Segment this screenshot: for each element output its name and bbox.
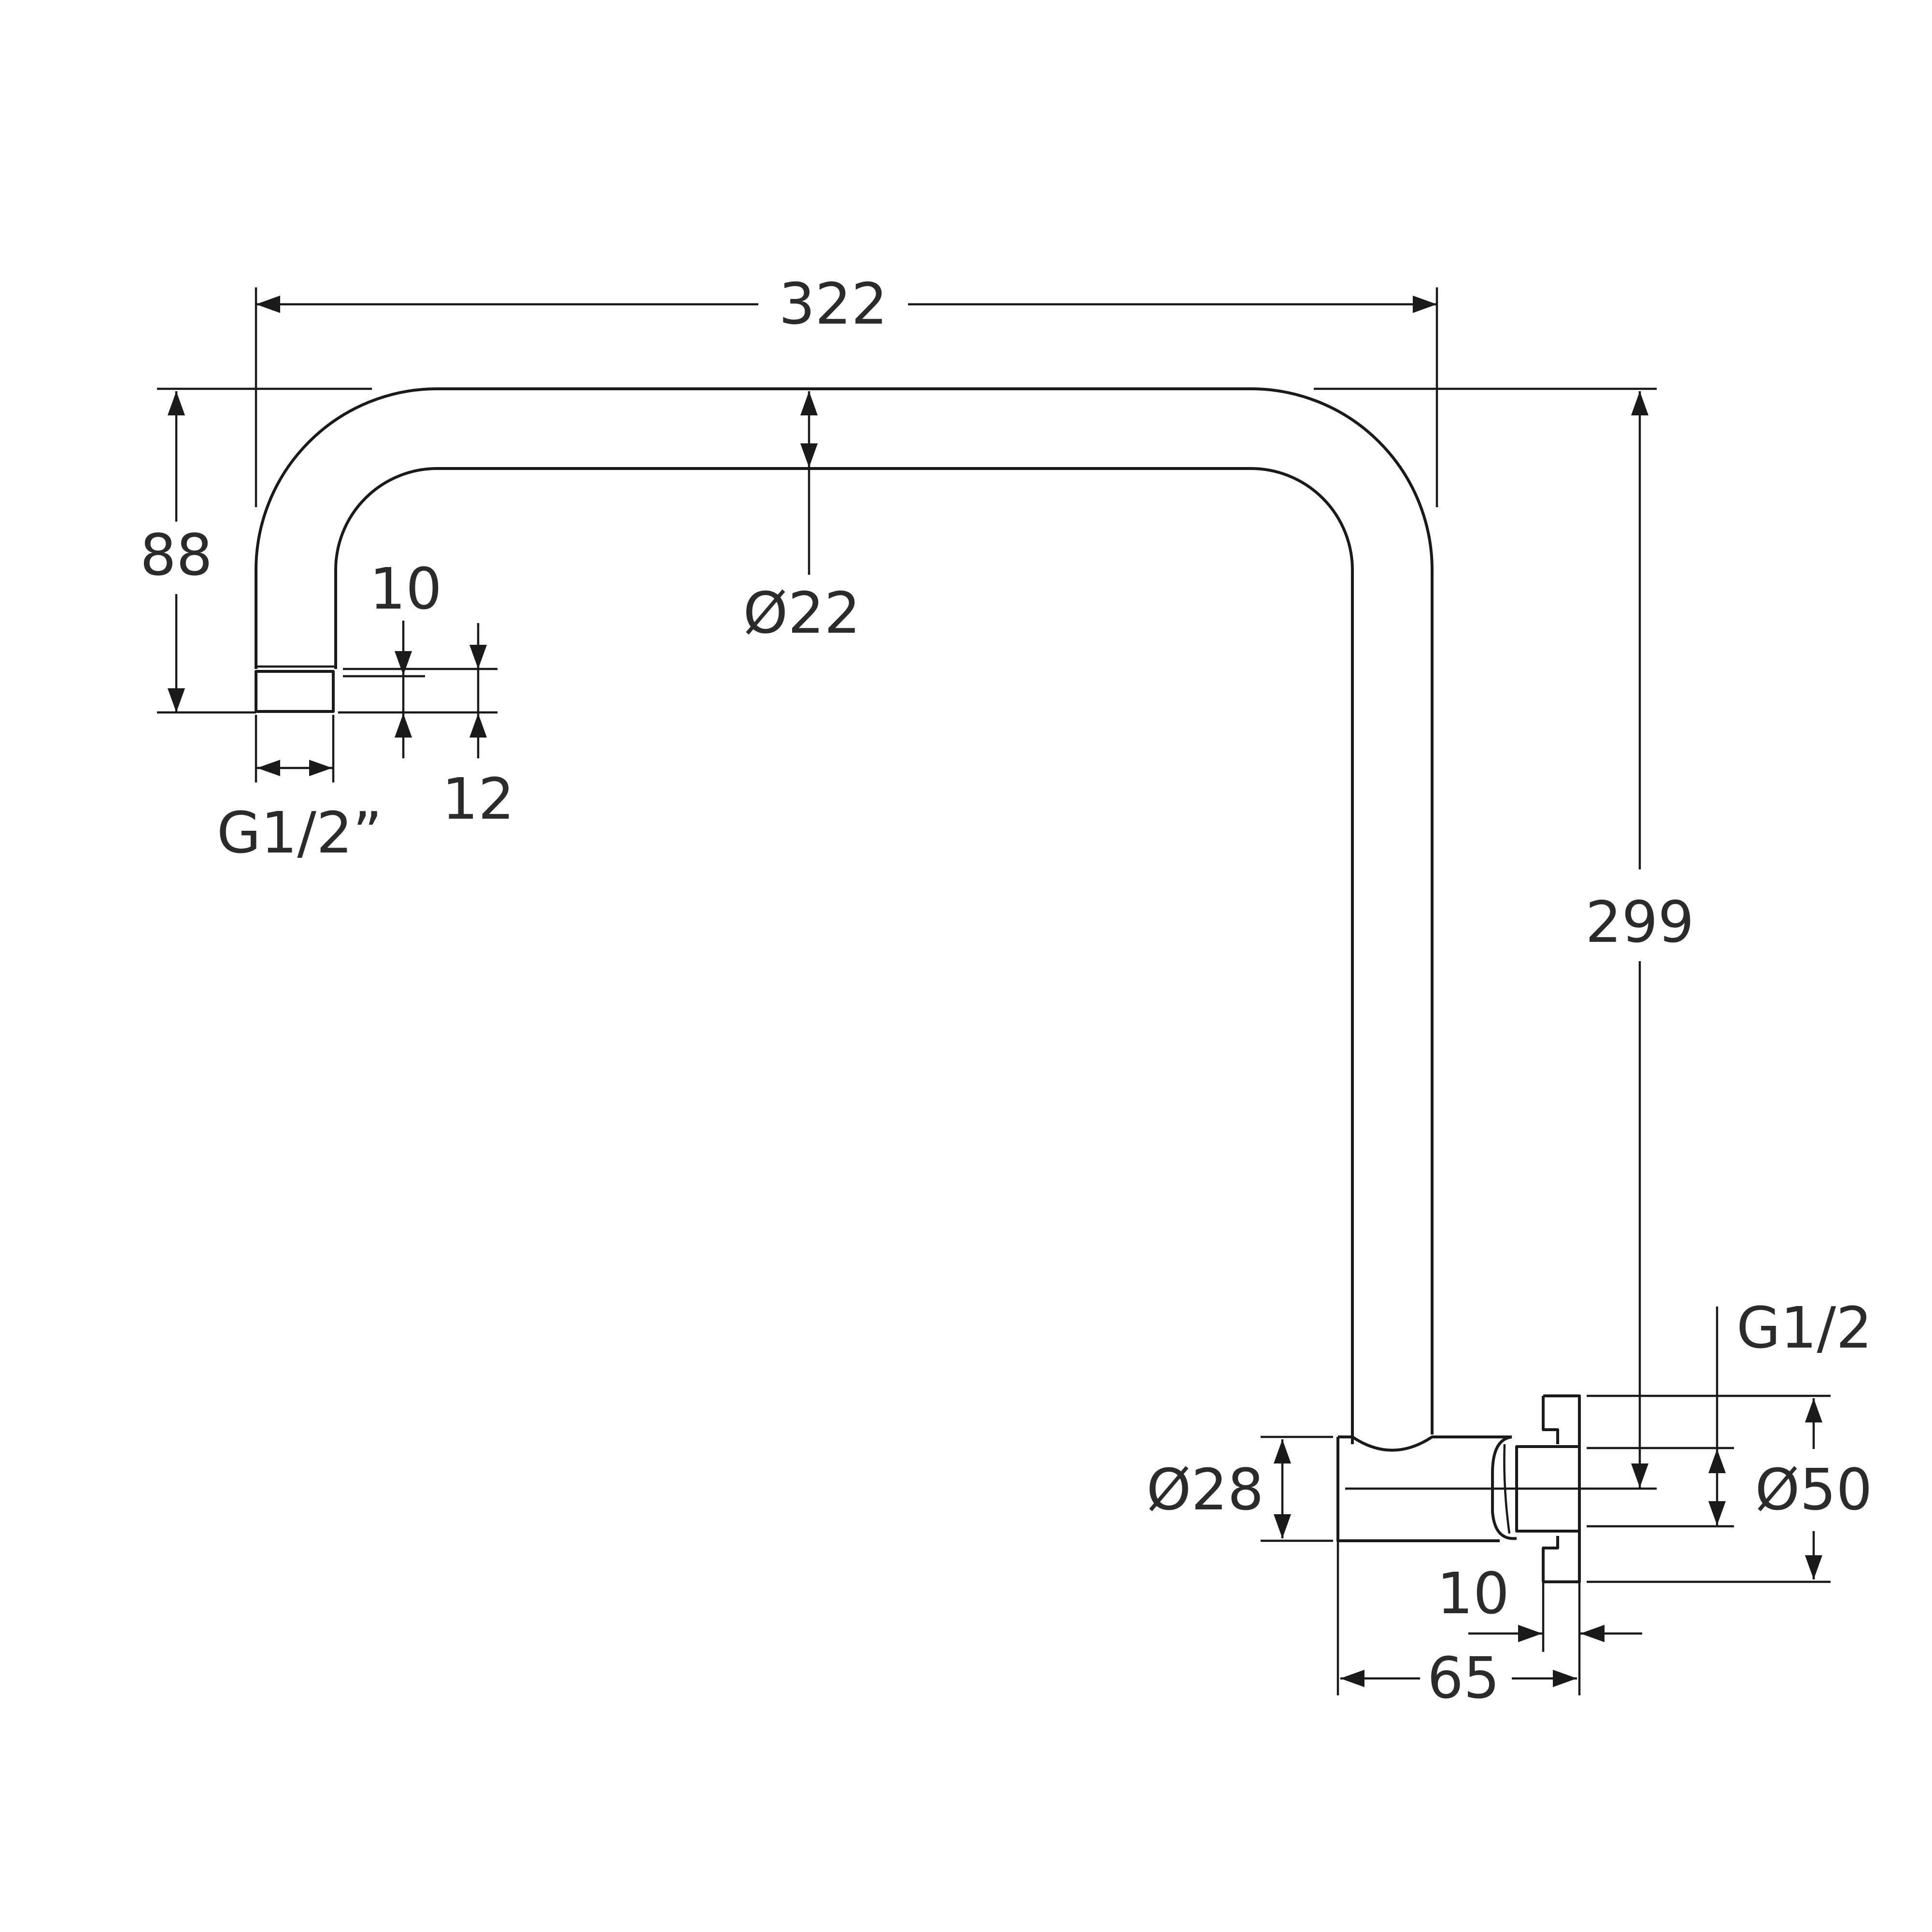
- dim-overall-height: 299: [1314, 387, 1694, 1490]
- dim-outlet-thread: G1/2”: [217, 715, 382, 866]
- outlet-thread-nut: [255, 670, 335, 713]
- dim-drop-height: 88: [140, 387, 372, 714]
- dim-inlet-thread-label: G1/2: [1736, 1294, 1872, 1361]
- flange-bottom: [1542, 1531, 1581, 1583]
- dim-flange-diameter: Ø50: [1587, 1394, 1873, 1583]
- dim-projection: 65: [1340, 1645, 1577, 1711]
- dim-base-diameter: Ø28: [1146, 1435, 1333, 1542]
- dim-tube-diameter-label: Ø22: [743, 580, 860, 646]
- arm-outer-contour: [255, 387, 1434, 1435]
- dim-outlet-thread-label: G1/2”: [217, 799, 382, 866]
- shower-arm-body: [255, 387, 1434, 1444]
- dim-flange-thickness: 10: [1437, 1560, 1642, 1642]
- dim-thread-offset-label: 12: [442, 766, 514, 832]
- wall-base: [1336, 1394, 1581, 1695]
- dim-base-diameter-label: Ø28: [1146, 1456, 1264, 1523]
- dim-inlet-thread: G1/2: [1587, 1294, 1872, 1528]
- dim-tube-diameter: Ø22: [743, 391, 861, 646]
- dim-projection-label: 65: [1427, 1645, 1500, 1711]
- dim-overall-width-label: 322: [779, 270, 887, 337]
- base-nose: [1491, 1435, 1517, 1540]
- dim-drop-height-label: 88: [140, 522, 213, 588]
- dim-overall-height-label: 299: [1585, 889, 1694, 955]
- flange-top: [1542, 1394, 1581, 1449]
- dim-flange-thickness-label: 10: [1437, 1560, 1509, 1627]
- dim-thread-length-label: 10: [369, 555, 442, 622]
- dim-flange-diameter-label: Ø50: [1755, 1456, 1872, 1523]
- arm-inner-contour: [334, 467, 1354, 1444]
- dim-thread: 10 12: [338, 555, 514, 832]
- dim-overall-width: 322: [255, 270, 1438, 507]
